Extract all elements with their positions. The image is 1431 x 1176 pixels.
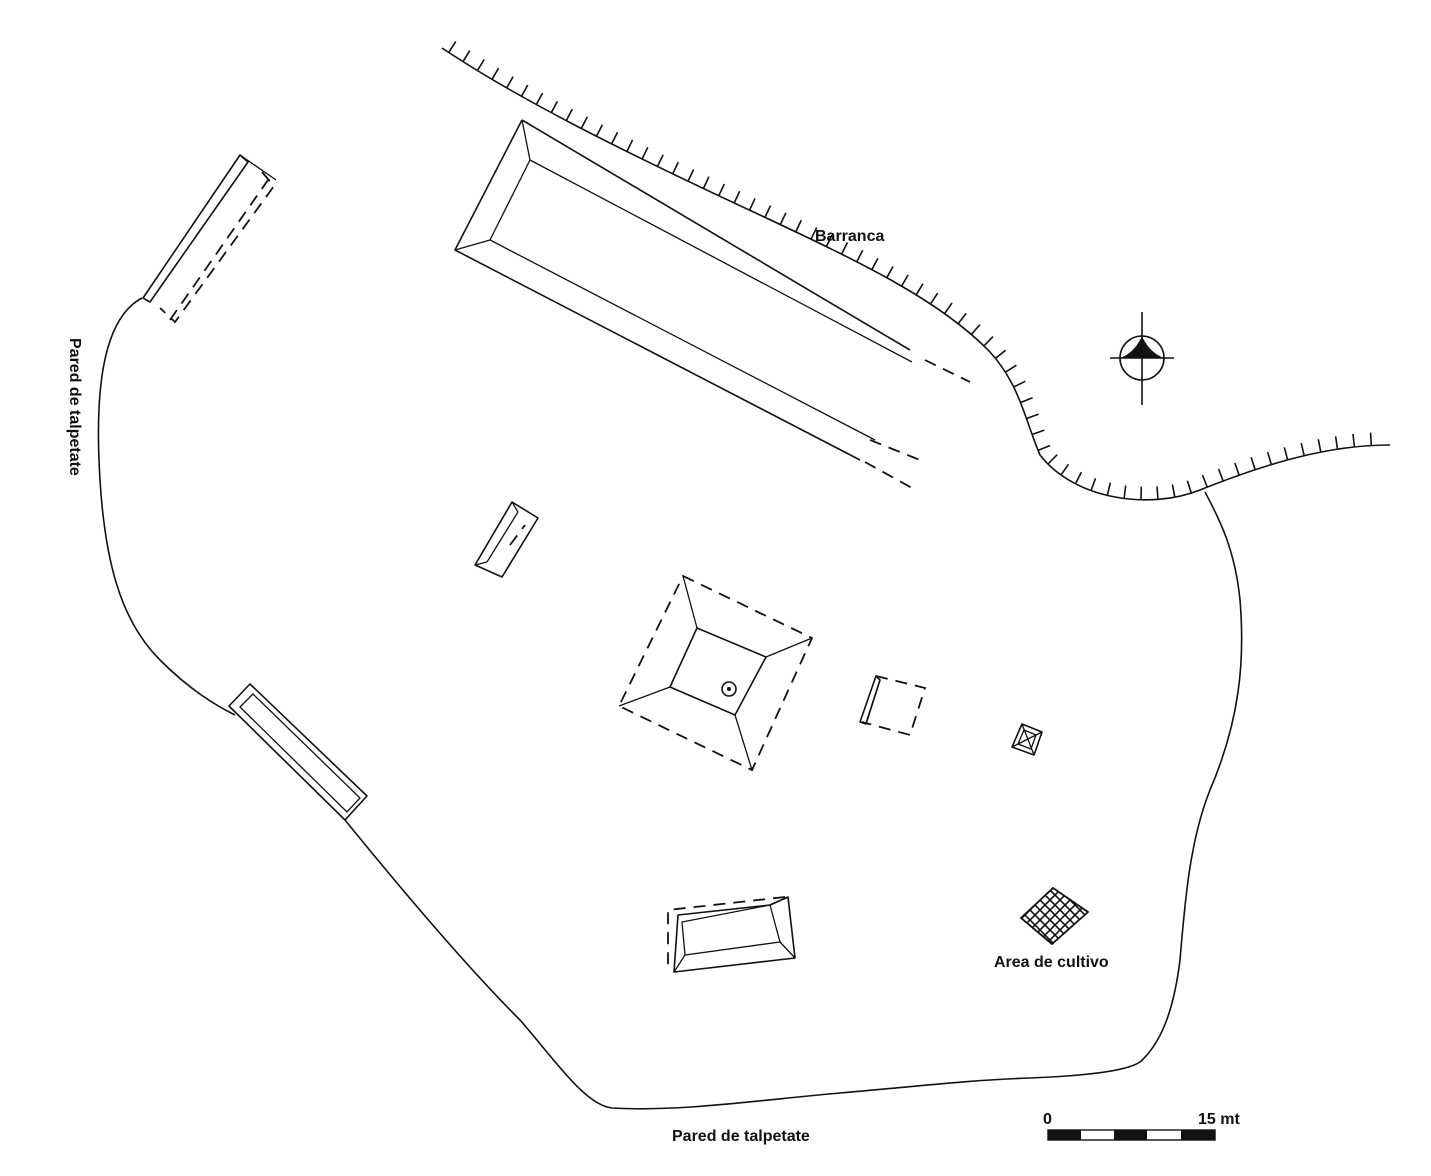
mound-small <box>474 501 539 578</box>
hachure-tick <box>1074 471 1083 485</box>
hachure-tick <box>1334 436 1339 450</box>
barranca-label: Barranca <box>815 228 884 245</box>
hachure-tick <box>1156 486 1159 500</box>
hachure-tick <box>1171 484 1176 498</box>
datum-point-icon <box>721 681 737 697</box>
hachure-tick <box>764 205 772 218</box>
hachure-tick <box>1031 429 1045 436</box>
crop-area <box>1019 886 1090 946</box>
hachure-tick <box>856 249 864 263</box>
hachure-tick <box>580 116 589 129</box>
hachure-tick <box>1090 478 1097 491</box>
hachure-tick <box>462 50 471 63</box>
mound-northwest <box>142 154 277 324</box>
hachure-tick <box>1300 442 1305 456</box>
wall-west-label: Pared de talpetate <box>66 338 83 476</box>
hachure-tick <box>957 312 967 325</box>
scale-start-label: 0 <box>1043 1111 1052 1128</box>
long-platform-north <box>454 119 971 489</box>
north-arrow-icon <box>1110 312 1174 405</box>
central-pyramid <box>617 574 814 772</box>
hachure-tick <box>718 183 726 197</box>
scale-end-label: 15 mt <box>1198 1111 1240 1128</box>
scale-bar: 0 15 mt <box>1043 1111 1240 1141</box>
hachure-tick <box>1283 447 1289 461</box>
hachure-tick <box>550 100 559 113</box>
hachure-tick <box>840 242 849 255</box>
mound-south <box>667 896 796 973</box>
hachure-tick <box>1037 444 1051 452</box>
hachure-tick <box>626 139 634 152</box>
hachure-tick <box>1369 432 1373 446</box>
hachure-tick <box>871 257 879 270</box>
hachure-tick <box>900 274 909 287</box>
hachure-tick <box>656 154 664 167</box>
hachure-tick <box>1047 454 1058 465</box>
hachure-tick <box>1123 485 1127 499</box>
mound-southwest <box>228 683 368 821</box>
hachure-tick <box>491 67 500 80</box>
hachure-tick <box>1317 439 1322 453</box>
crop-area-label: Area de cultivo <box>994 954 1109 971</box>
hachure-tick <box>702 176 710 189</box>
hachure-tick <box>535 92 544 105</box>
hachure-tick <box>595 124 604 137</box>
hachure-tick <box>983 336 994 347</box>
hachure-tick <box>1186 480 1193 494</box>
hachure-tick <box>929 292 939 305</box>
wall-south-label: Pared de talpetate <box>672 1128 810 1145</box>
hachure-tick <box>506 76 514 89</box>
hachure-tick <box>1217 468 1224 482</box>
hachure-tick <box>970 324 981 335</box>
hachure-tick <box>1250 457 1256 470</box>
hachure-tick <box>1234 462 1240 476</box>
mound-east <box>859 675 927 737</box>
hachure-tick <box>1026 413 1039 420</box>
hachure-tick <box>641 146 649 160</box>
hachure-tick <box>733 190 741 204</box>
hachure-tick <box>1020 396 1033 404</box>
hachure-tick <box>1106 482 1112 496</box>
hachure-tick <box>565 108 574 121</box>
site-perimeter <box>97 297 1243 1110</box>
hachure-tick <box>1004 364 1017 373</box>
hachure-tick <box>448 41 457 53</box>
hachure-tick <box>520 84 529 97</box>
hachure-tick <box>1266 451 1273 465</box>
hachure-tick <box>825 234 833 247</box>
hachure-tick <box>1013 380 1026 388</box>
hachure-tick <box>1352 433 1356 447</box>
hachure-tick <box>671 161 680 175</box>
hachure-tick <box>886 266 894 279</box>
hachure-tick <box>915 283 924 296</box>
hachure-tick <box>1201 474 1208 488</box>
hachure-tick <box>610 131 619 145</box>
hachure-tick <box>748 198 756 211</box>
mound-tiny-pyramid <box>1011 723 1043 756</box>
hachure-tick <box>810 227 818 240</box>
hachure-tick <box>943 302 953 314</box>
hachure-tick <box>779 212 787 225</box>
hachure-tick <box>794 219 803 233</box>
hachure-tick <box>994 349 1007 360</box>
hachure-tick <box>1060 463 1070 476</box>
barranca-edge <box>441 41 1391 501</box>
hachure-tick <box>687 169 695 182</box>
hachure-tick <box>476 59 485 72</box>
